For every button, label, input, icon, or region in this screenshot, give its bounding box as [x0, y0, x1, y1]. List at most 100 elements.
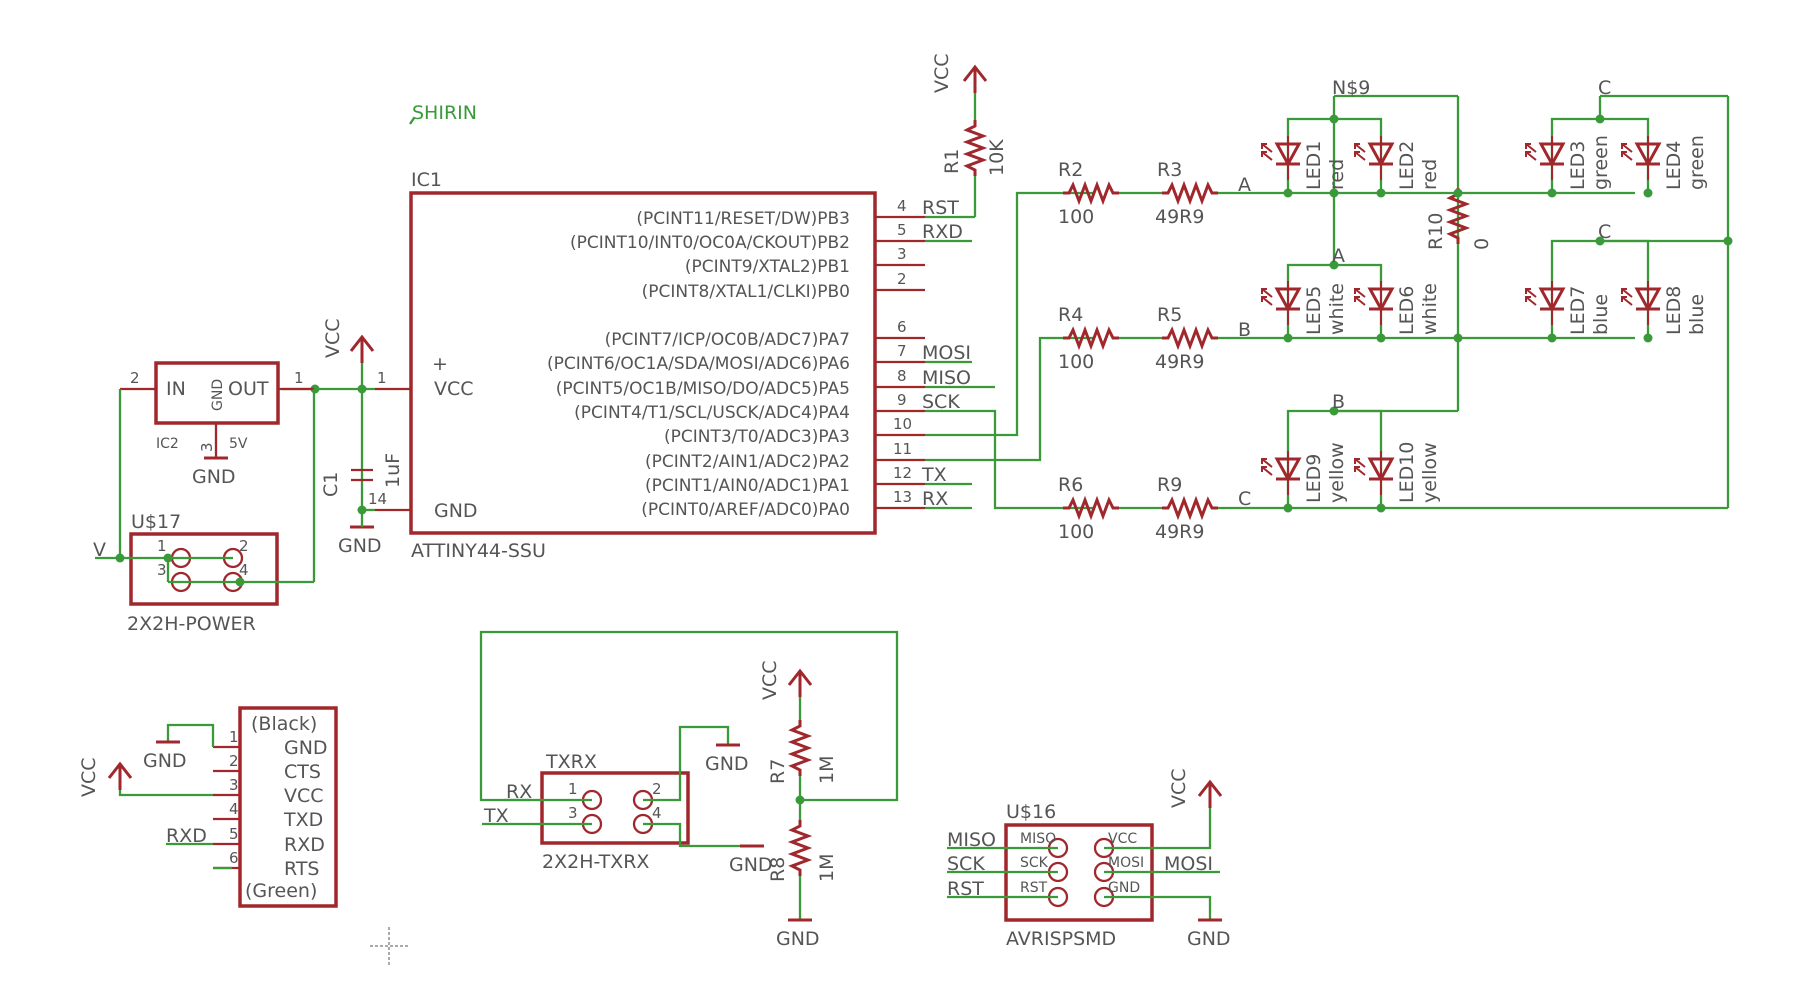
vcc-symbol-isp: [1197, 780, 1223, 810]
vcc-label-main: VCC: [322, 318, 344, 358]
r1-pullup: VCC R1 10K: [925, 53, 1008, 219]
txrx-bottom: 2X2H-TXRX: [542, 851, 649, 873]
net-c-top-label: C: [1598, 77, 1611, 99]
ftdi-body: [238, 706, 338, 908]
ic1-pin-num: 2: [897, 270, 907, 288]
net-c-label: C: [1238, 488, 1251, 510]
led6-color: white: [1419, 283, 1441, 335]
led4-color: green: [1686, 135, 1708, 190]
ic1-pin-num: 6: [897, 318, 907, 336]
txrx-tx-label: TX: [483, 805, 509, 827]
gnd-label-ic1: GND: [338, 535, 382, 557]
net-c-mid-label: C: [1598, 221, 1611, 243]
r1-ref: R1: [941, 149, 963, 174]
ic1-pin-label: (PCINT5/OC1B/MISO/DO/ADC5)PA5: [556, 379, 850, 399]
txrx-body: [540, 771, 690, 845]
ic1-vcc-label: VCC: [434, 378, 474, 400]
title-marker: [409, 117, 415, 125]
ic1-pin-num: 7: [897, 342, 907, 360]
r3-value: 49R9: [1155, 206, 1204, 228]
isp-pin-gnd: GND: [1108, 880, 1140, 896]
led3-color: green: [1590, 135, 1612, 190]
power-header: U$17 2X2H-POWER 1 2 3 4 V: [93, 511, 314, 635]
led1-ref: LED1: [1303, 141, 1325, 190]
reg-pin-in: 2: [130, 369, 140, 387]
net-rx: RX: [922, 488, 948, 510]
ic1-pin-label: (PCINT2/AIN1/ADC2)PA2: [645, 452, 850, 472]
net-mosi: MOSI: [922, 342, 971, 364]
r9-ref: R9: [1157, 474, 1182, 496]
reg-in-label: IN: [166, 378, 186, 400]
led1-color: red: [1326, 159, 1348, 190]
ic1-pin-num: 4: [897, 197, 907, 215]
ic1-pin-num: 11: [893, 440, 912, 458]
ftdi-pin-num: 6: [229, 849, 239, 867]
ftdi-header: (Black) (Green) 1 2 3 4 5 6 GND CTS VCC …: [78, 706, 338, 908]
led10-ref: LED10: [1396, 442, 1418, 503]
vcc-symbol-r7: [787, 669, 813, 699]
led10-color: yellow: [1419, 442, 1441, 503]
r8-value: 1M: [816, 854, 838, 882]
ftdi-pin-num: 3: [229, 776, 239, 794]
ic1-pin-num: 10: [893, 415, 912, 433]
ic1-pin-num: 8: [897, 367, 907, 385]
ic1-pin-label: (PCINT9/XTAL2)PB1: [685, 257, 850, 277]
isp-net-mosi: MOSI: [1164, 853, 1213, 875]
reg-gnd-label: GND: [210, 379, 226, 411]
net-a-mid-label: A: [1332, 245, 1345, 267]
led5-ref: LED5: [1303, 286, 1325, 335]
ic1-pin-num: 3: [897, 245, 907, 263]
led8-color: blue: [1686, 294, 1708, 335]
ftdi-pin-num: 1: [229, 728, 239, 746]
r1-value: 10K: [986, 139, 1008, 176]
ftdi-pin-label: VCC: [284, 785, 324, 807]
ic1-pin-label: (PCINT4/T1/SCL/USCK/ADC4)PA4: [574, 403, 850, 423]
led5-color: white: [1326, 283, 1348, 335]
txrx-gnd-top-label: GND: [705, 753, 749, 775]
r9-value: 49R9: [1155, 521, 1204, 543]
isp-pin-sck: SCK: [1020, 855, 1049, 871]
power-header-name: 2X2H-POWER: [127, 613, 256, 635]
led10: [1353, 449, 1395, 497]
net-n9-label: N$9: [1332, 77, 1370, 99]
reg-ref: IC2: [156, 436, 179, 452]
power-section: VCC GND C1 1uF IN OUT GND 2 1 3 IC2 5V G…: [118, 318, 404, 582]
isp-ref: U$16: [1006, 801, 1056, 823]
ic1-pin-label: (PCINT10/INT0/OC0A/CKOUT)PB2: [570, 233, 850, 253]
txrx-gnd-side-label: GND: [729, 854, 773, 876]
led3-ref: LED3: [1567, 141, 1589, 190]
ic1-gnd-num: 14: [368, 490, 387, 508]
net-v: V: [93, 539, 106, 561]
txrx-name: TXRX: [545, 751, 597, 773]
net-b-mid-label: B: [1332, 391, 1345, 413]
ic1-pin-label: (PCINT8/XTAL1/CLKI)PB0: [642, 282, 850, 302]
ftdi-bottom: (Green): [245, 880, 317, 902]
r4-value: 100: [1058, 351, 1094, 373]
schematic-title: SHIRIN: [412, 102, 477, 124]
txrx-header: TXRX 2X2H-TXRX 1 2 3 4 RX TX GND GND: [479, 630, 899, 876]
net-a-label: A: [1238, 174, 1251, 196]
ic1-gnd-label: GND: [434, 500, 478, 522]
isp-pin-mosi: MOSI: [1108, 855, 1144, 871]
power-header-body: [129, 532, 279, 606]
isp-pin-miso: MISO: [1020, 831, 1056, 847]
led2: [1353, 134, 1395, 182]
led6: [1353, 279, 1395, 327]
net-miso: MISO: [922, 367, 971, 389]
reg-out-label: OUT: [228, 378, 269, 400]
ic1-net-stubs: [925, 239, 995, 510]
led6-ref: LED6: [1396, 286, 1418, 335]
ph-pin-4: 4: [239, 561, 249, 579]
ic1-pin-label: (PCINT0/AREF/ADC0)PA0: [641, 500, 850, 520]
net-rxd: RXD: [922, 221, 963, 243]
led5: [1260, 279, 1302, 327]
r6-ref: R6: [1058, 474, 1083, 496]
led3: [1524, 134, 1566, 182]
ftdi-pin-num: 4: [229, 800, 239, 818]
led7-ref: LED7: [1567, 286, 1589, 335]
ftdi-rxd-net: RXD: [166, 825, 207, 847]
c1-value: 1uF: [382, 453, 404, 488]
gnd-label-reg: GND: [192, 466, 236, 488]
ftdi-top: (Black): [251, 713, 317, 735]
txrx-pin-1: 1: [568, 780, 578, 798]
